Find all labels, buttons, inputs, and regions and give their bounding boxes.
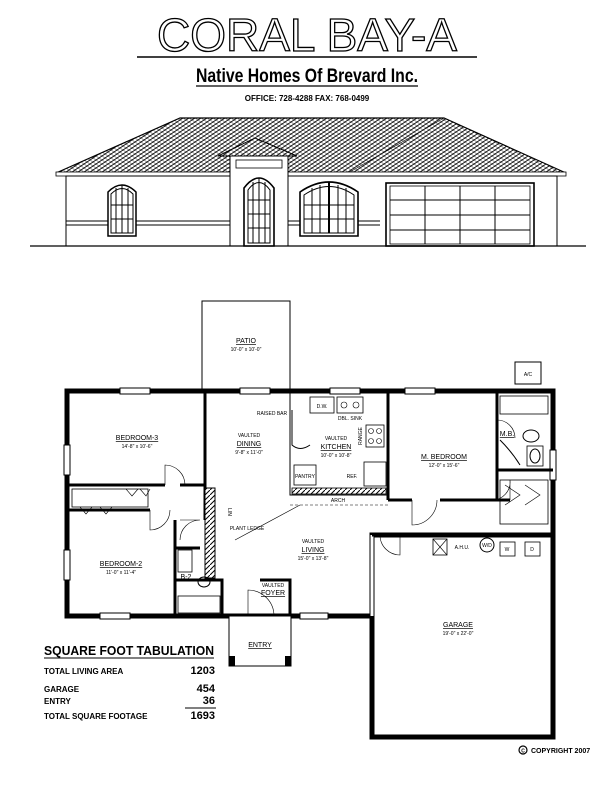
tab-row-value: 454 (197, 683, 216, 695)
dw-label: D.W. (317, 404, 328, 410)
kitchen-counters (289, 391, 388, 496)
bedroom3-label: BEDROOM-3 (116, 435, 159, 442)
header: CORAL BAY-A Native Homes Of Brevard Inc.… (137, 8, 477, 103)
master-closet (499, 479, 549, 525)
bedroom2-dims: 11'-0" x 11'-4" (106, 570, 136, 576)
foyer-label: FOYER (261, 590, 285, 597)
door-swings (149, 419, 516, 617)
entry-door (243, 177, 275, 247)
pantry-label: PANTRY (295, 474, 315, 480)
garage-door (385, 182, 535, 247)
master-bath-fixtures (499, 395, 549, 467)
front-elevation (30, 117, 586, 247)
tab-row-label: ENTRY (44, 697, 71, 706)
plan-title: CORAL BAY-A (157, 9, 457, 61)
bath-2-fixtures (177, 549, 221, 614)
patio-dims: 10'-0" x 10'-0" (231, 347, 262, 353)
wd-label: W/D (482, 543, 492, 549)
entry-porch (228, 615, 292, 667)
dryer-label: D (530, 547, 534, 553)
ref-label: REF. (347, 474, 358, 480)
entry-label: ENTRY (248, 642, 272, 649)
b2-label: B-2 (181, 574, 192, 581)
svg-text:C: C (521, 749, 525, 755)
dining-dims: 9'-8" x 11'-0" (235, 450, 263, 456)
tabulation-title: SQUARE FOOT TABULATION (44, 643, 214, 658)
dining-label: DINING (237, 441, 262, 448)
ac-label: A/C (524, 372, 533, 378)
garage-dims: 19'-0" x 22'-0" (443, 631, 474, 637)
dbl-sink-label: DBL. SINK (338, 416, 363, 422)
vaulted-dining: VAULTED (238, 433, 261, 439)
interior-walls (67, 391, 553, 616)
square-foot-tabulation: SQUARE FOOT TABULATION TOTAL LIVING AREA… (44, 643, 216, 722)
tab-row-value: 1693 (191, 710, 215, 722)
copyright: C COPYRIGHT 2007 (518, 745, 590, 755)
washer-label: W (505, 547, 510, 553)
mb-label: M.B. (500, 431, 514, 438)
window-center (299, 181, 359, 237)
raised-bar-label: RAISED BAR (257, 411, 288, 417)
arch-label: ARCH (331, 498, 346, 504)
kitchen-label: KITCHEN (321, 444, 352, 451)
lin-label: LIN (226, 508, 232, 516)
vaulted-living: VAULTED (302, 539, 325, 545)
window-left (107, 184, 137, 237)
patio-slab (201, 300, 291, 391)
copyright-text: COPYRIGHT 2007 (531, 748, 590, 755)
floor-plan (63, 300, 557, 740)
contact-line: OFFICE: 728-4288 FAX: 768-0499 (245, 94, 370, 103)
laundry-area (432, 537, 541, 557)
bedroom3-dims: 14'-8" x 10'-6" (122, 444, 153, 450)
plant-ledge-label: PLANT LEDGE (230, 526, 265, 532)
main-roof (55, 117, 567, 174)
tab-row-value: 36 (203, 695, 215, 707)
living-label: LIVING (302, 547, 325, 554)
vaulted-kitchen: VAULTED (325, 436, 348, 442)
living-dims: 15'-0" x 13'-8" (298, 556, 329, 562)
plant-ledge-brick (204, 487, 216, 579)
kitchen-dims: 10'-0" x 10'-8" (321, 453, 352, 459)
ahu-label: A.H.U. (455, 545, 470, 551)
tab-row-label: GARAGE (44, 685, 80, 694)
tab-row-label: TOTAL LIVING AREA (44, 667, 123, 676)
mbedroom-dims: 12'-0" x 15'-6" (429, 463, 460, 469)
builder-name: Native Homes Of Brevard Inc. (196, 66, 418, 87)
tab-row-label: TOTAL SQUARE FOOTAGE (44, 712, 148, 721)
plan-labels: PATIO 10'-0" x 10'-0" BEDROOM-3 14'-8" x… (100, 338, 534, 649)
bedroom2-label: BEDROOM-2 (100, 561, 143, 568)
garage-label: GARAGE (443, 622, 473, 629)
range-label: RANGE (358, 426, 364, 444)
ac-pad (514, 361, 542, 385)
mbedroom-label: M. BEDROOM (421, 454, 467, 461)
tab-row-value: 1203 (191, 665, 215, 677)
vaulted-foyer: VAULTED (262, 583, 285, 589)
bedroom-closets (71, 488, 151, 515)
patio-label: PATIO (236, 338, 257, 345)
copyright-icon (518, 745, 528, 755)
